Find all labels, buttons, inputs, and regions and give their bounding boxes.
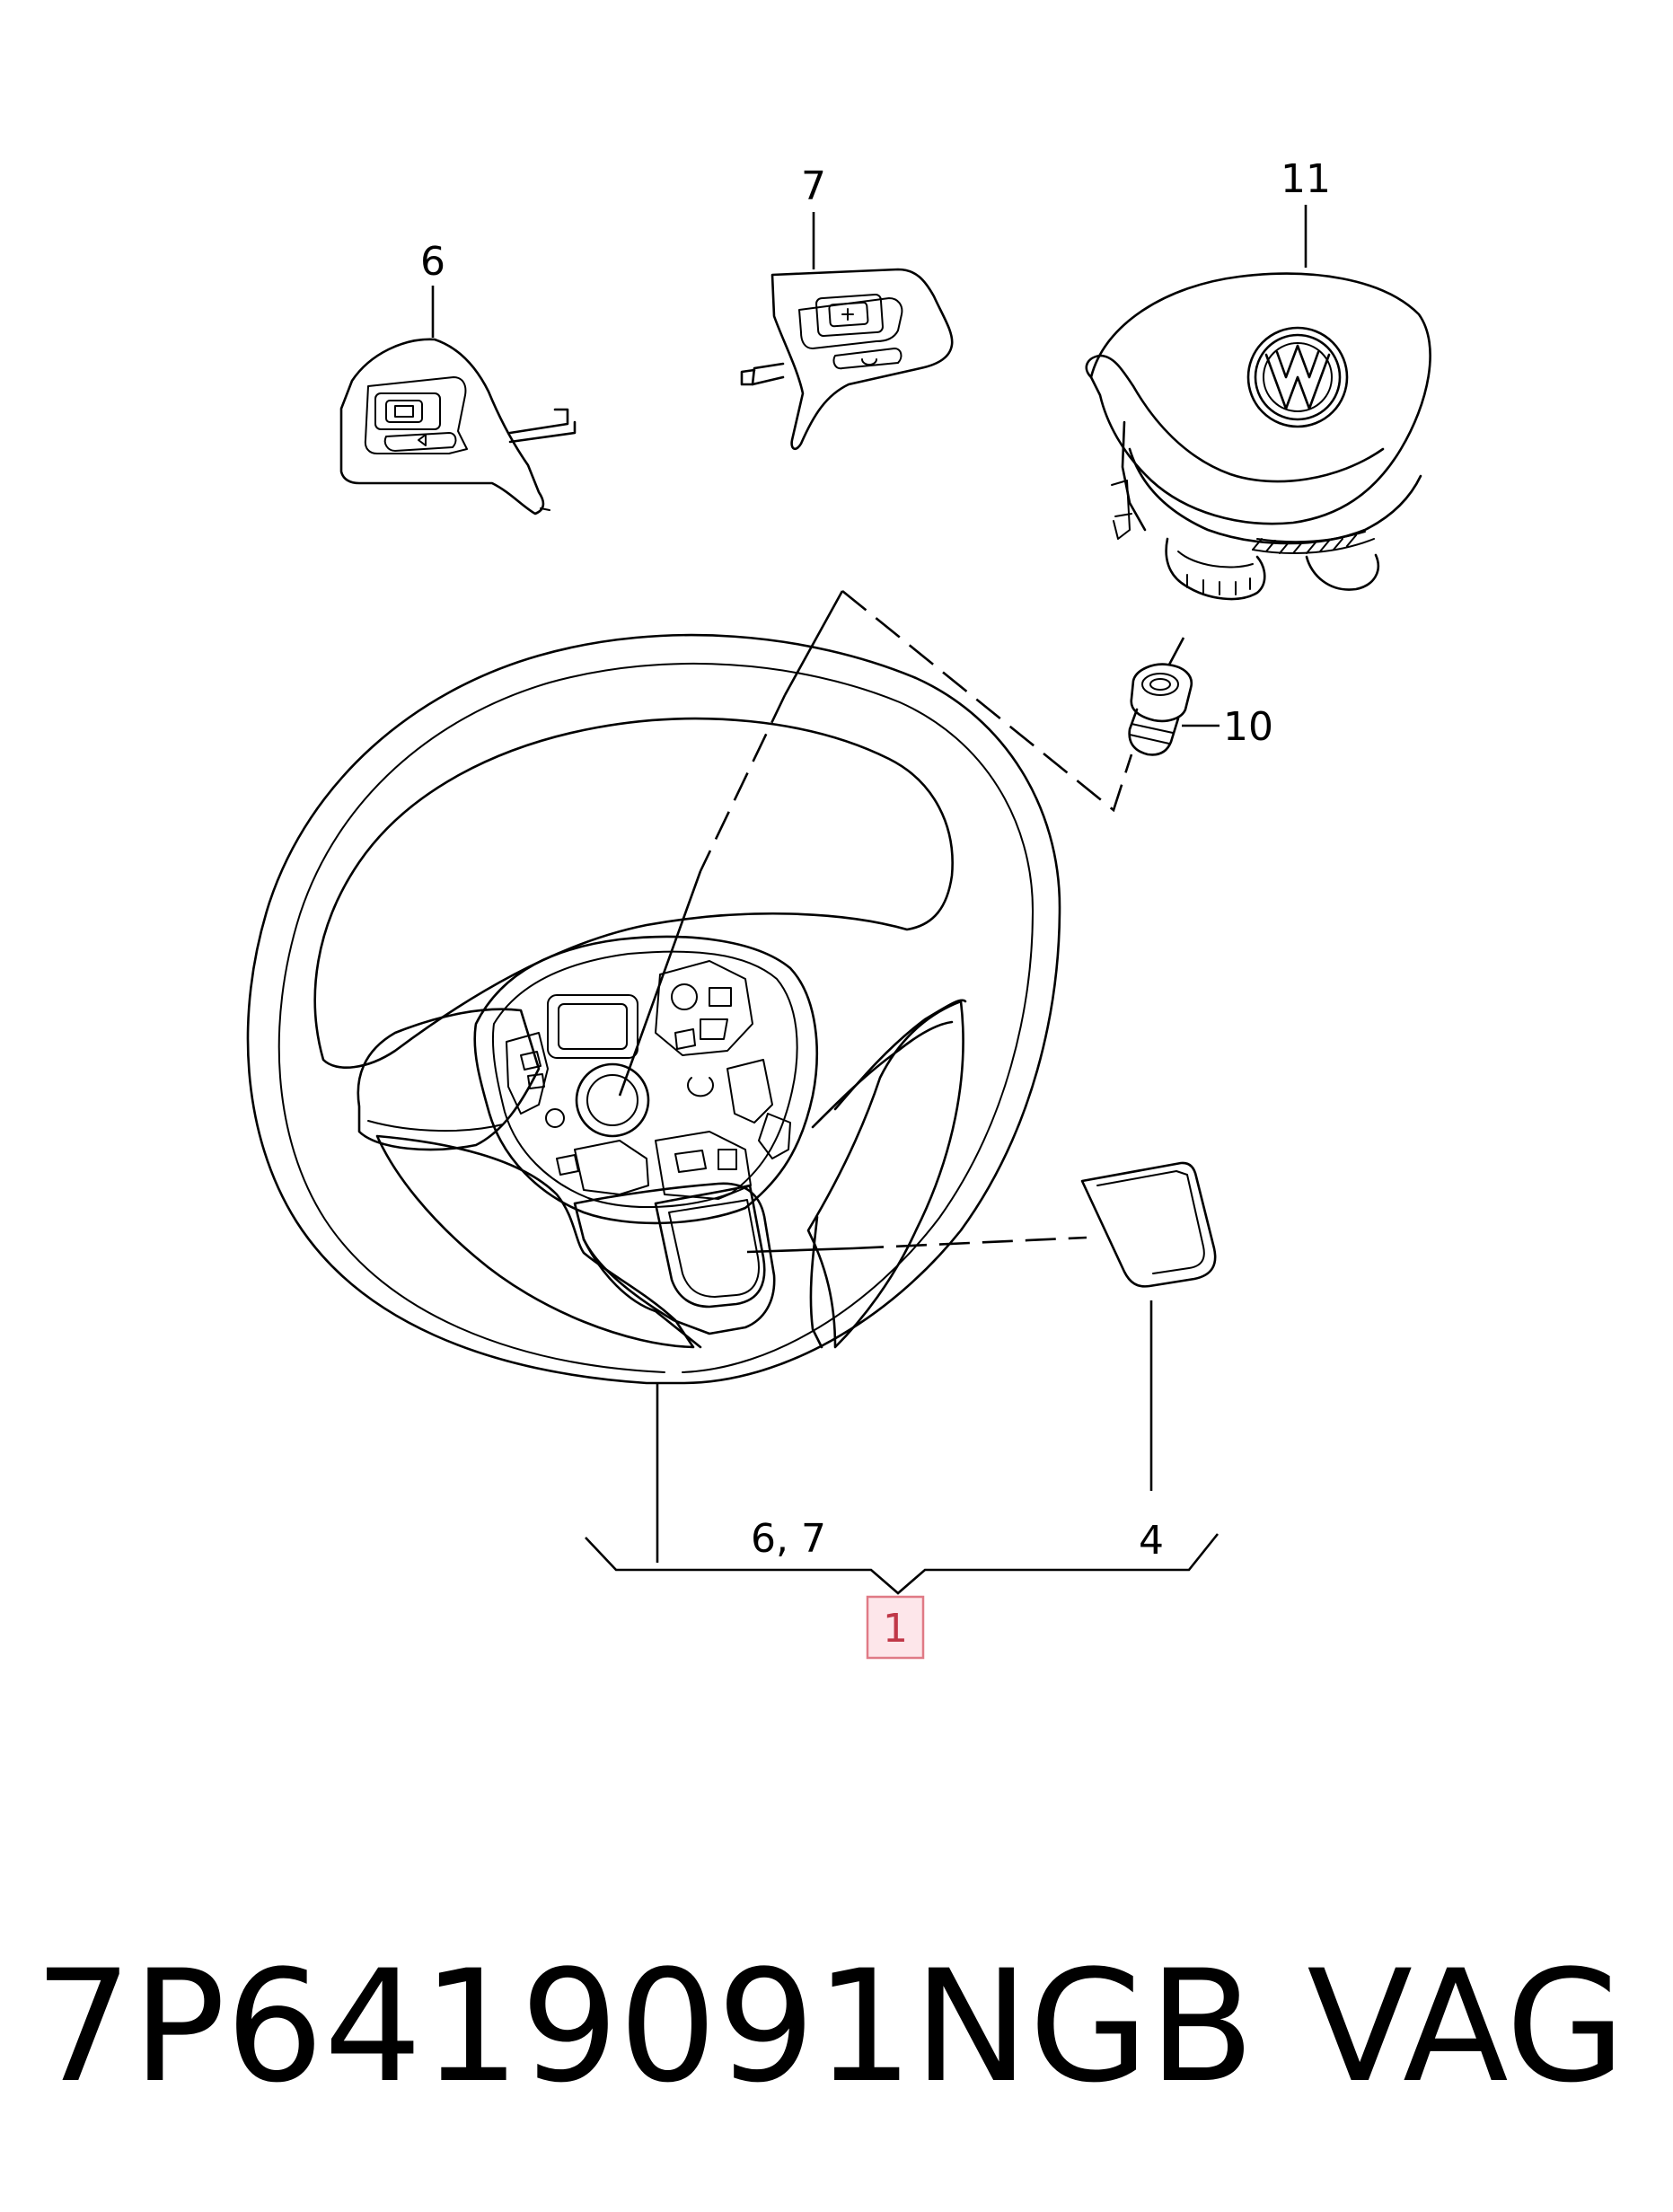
callout-4: 4 <box>1139 1518 1164 1564</box>
callout-11: 11 <box>1281 156 1331 202</box>
bracket <box>585 1533 1220 1595</box>
right-multifunction-switch <box>740 268 954 451</box>
assembly-line-cover-dashed <box>852 1236 1087 1250</box>
callout-1: 1 <box>883 1606 908 1652</box>
highlight-box <box>866 1595 925 1660</box>
assembly-line-cover-solid <box>746 1247 854 1254</box>
highlight-callout-1[interactable]: 1 <box>866 1595 925 1660</box>
assembly-line-center-dashed <box>699 694 787 872</box>
left-multifunction-switch <box>339 338 577 516</box>
screw <box>1128 637 1193 756</box>
brand-name: VAG <box>1307 1936 1625 2117</box>
assembly-line-center <box>783 590 844 696</box>
part-number: 7P6419091NGB <box>34 1936 1255 2117</box>
airbag-unit <box>1085 272 1431 601</box>
callout-10: 10 <box>1223 704 1273 750</box>
callout-6: 6 <box>420 239 445 285</box>
steering-wheel <box>246 633 1061 1385</box>
callout-6-7: 6, 7 <box>751 1516 826 1562</box>
assembly-line-airbag <box>841 589 1133 813</box>
callout-7: 7 <box>801 163 826 209</box>
cover-trim <box>1080 1161 1217 1288</box>
